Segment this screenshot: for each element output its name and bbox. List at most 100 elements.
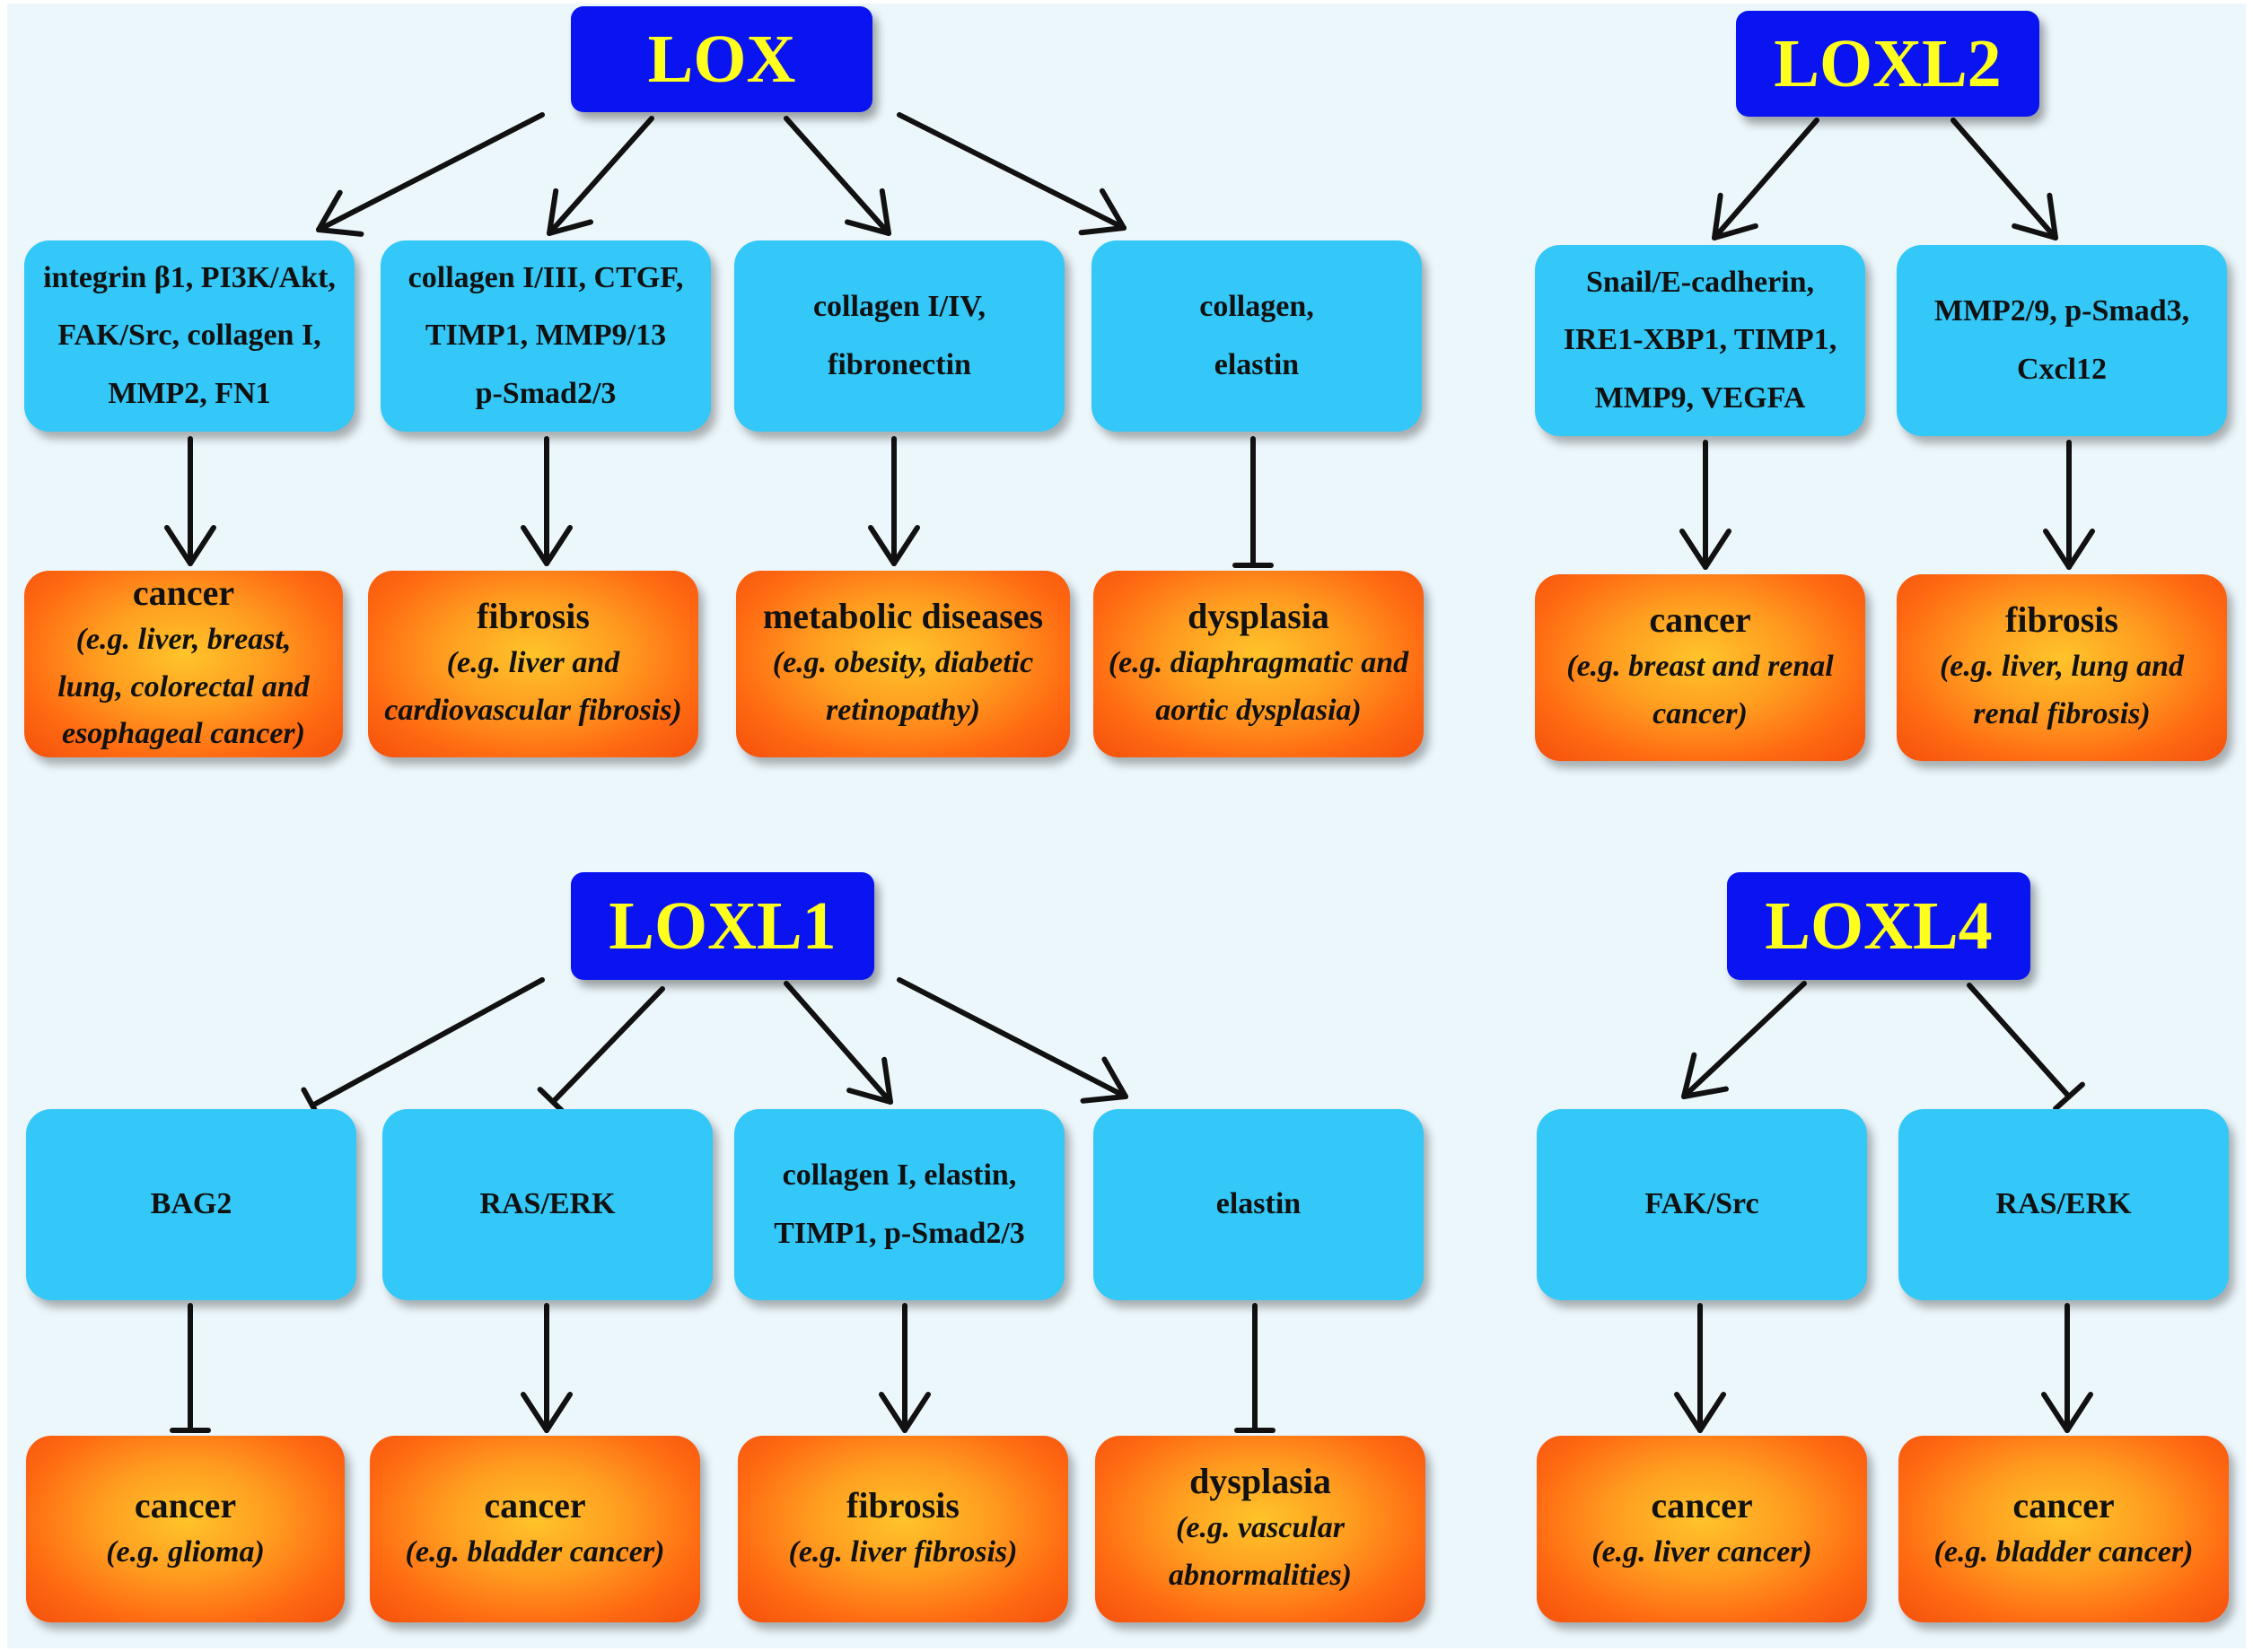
outcome-example: retinopathy): [826, 694, 980, 727]
activation-arrow: [868, 436, 920, 566]
outcome-name: fibrosis: [846, 1484, 960, 1525]
mediator-line: collagen,: [1199, 289, 1314, 323]
outcome-example: (e.g. bladder cancer): [1933, 1534, 2194, 1569]
activation-arrow: [1674, 1303, 1726, 1433]
activation-arrow: [784, 981, 893, 1105]
outcome-box: cancer (e.g. liver, breast, lung, colore…: [24, 571, 343, 757]
outcome-example: (e.g. bladder cancer): [405, 1534, 665, 1569]
activation-arrow: [164, 436, 216, 566]
mediator-line: elastin: [1215, 1187, 1302, 1221]
outcome-name: cancer: [132, 572, 235, 613]
enzyme-loxl1: LOXL1: [571, 872, 874, 980]
outcome-name: cancer: [1649, 599, 1751, 641]
outcome-example: (e.g. liver, breast,: [75, 622, 292, 656]
activation-arrow: [316, 112, 545, 237]
mediator-line: Cxcl12: [2016, 352, 2108, 386]
mediator-line: p-Smad2/3: [475, 376, 617, 410]
activation-arrow: [879, 1303, 931, 1433]
enzyme-lox: LOX: [571, 6, 872, 112]
activation-arrow: [521, 436, 573, 566]
outcome-name: cancer: [1651, 1484, 1753, 1525]
inhibition-tbar: [1967, 983, 2085, 1112]
outcome-box: cancer (e.g. bladder cancer): [370, 1436, 700, 1622]
outcome-name: dysplasia: [1188, 596, 1329, 637]
activation-arrow: [1681, 981, 1807, 1099]
mediator-line: FAK/Src, collagen I,: [57, 319, 321, 353]
mediator-box: elastin: [1093, 1109, 1424, 1300]
inhibition-tbar: [301, 977, 545, 1124]
outcome-name: metabolic diseases: [762, 596, 1044, 637]
outcome-name: dysplasia: [1189, 1461, 1331, 1502]
mediator-line: RAS/ERK: [479, 1187, 616, 1221]
outcome-box: cancer (e.g. liver cancer): [1537, 1436, 1867, 1622]
mediator-box: collagen I/III, CTGF, TIMP1, MMP9/13 p-S…: [381, 240, 711, 432]
mediator-box: collagen I, elastin, TIMP1, p-Smad2/3: [734, 1109, 1065, 1300]
activation-arrow: [897, 112, 1126, 236]
outcome-example: (e.g. liver cancer): [1591, 1534, 1812, 1569]
mediator-box: BAG2: [26, 1109, 356, 1300]
activation-arrow: [547, 116, 654, 236]
outcome-box: dysplasia (e.g. vascular abnormalities): [1095, 1436, 1425, 1622]
mediator-line: elastin: [1214, 347, 1300, 381]
mediator-line: collagen I/III, CTGF,: [408, 260, 684, 294]
mediator-box: FAK/Src: [1537, 1109, 1867, 1300]
outcome-box: dysplasia (e.g. diaphragmatic and aortic…: [1093, 571, 1424, 757]
mediator-line: TIMP1, p-Smad2/3: [774, 1216, 1025, 1250]
outcome-example: abnormalities): [1168, 1559, 1353, 1592]
mediator-box: Snail/E-cadherin, IRE1-XBP1, TIMP1, MMP9…: [1535, 245, 1865, 436]
mediator-line: fibronectin: [828, 347, 971, 381]
mediator-line: integrin β1, PI3K/Akt,: [43, 260, 336, 294]
outcome-example: (e.g. glioma): [106, 1534, 265, 1569]
outcome-box: cancer (e.g. bladder cancer): [1898, 1436, 2229, 1622]
activation-arrow: [897, 977, 1128, 1104]
outcome-example: (e.g. obesity, diabetic: [772, 646, 1034, 680]
outcome-name: cancer: [484, 1484, 586, 1525]
outcome-box: cancer (e.g. breast and renal cancer): [1535, 574, 1865, 761]
outcome-box: metabolic diseases (e.g. obesity, diabet…: [736, 571, 1070, 757]
mediator-line: MMP2, FN1: [108, 376, 271, 410]
activation-arrow: [1951, 118, 2058, 240]
outcome-box: cancer (e.g. glioma): [26, 1436, 345, 1622]
mediator-line: Snail/E-cadherin,: [1585, 265, 1815, 299]
mediator-line: MMP9, VEGFA: [1594, 380, 1806, 415]
outcome-name: cancer: [2012, 1484, 2115, 1525]
mediator-line: collagen I, elastin,: [782, 1158, 1017, 1192]
outcome-example: lung, colorectal and: [57, 669, 310, 704]
mediator-box: RAS/ERK: [382, 1109, 713, 1300]
activation-arrow: [2043, 440, 2095, 570]
activation-arrow: [1679, 440, 1731, 570]
mediator-box: MMP2/9, p-Smad3, Cxcl12: [1897, 245, 2227, 436]
outcome-example: (e.g. diaphragmatic and: [1108, 646, 1409, 680]
mediator-line: FAK/Src: [1644, 1187, 1759, 1221]
mediator-box: RAS/ERK: [1898, 1109, 2229, 1300]
enzyme-loxl2: LOXL2: [1736, 11, 2039, 117]
outcome-box: fibrosis (e.g. liver fibrosis): [738, 1436, 1068, 1622]
outcome-example: (e.g. liver, lung and: [1939, 650, 2185, 684]
outcome-example: renal fibrosis): [1973, 697, 2151, 730]
mediator-line: RAS/ERK: [1995, 1187, 2132, 1221]
mediator-line: IRE1-XBP1, TIMP1,: [1563, 323, 1837, 357]
inhibition-tbar: [1234, 1303, 1276, 1433]
outcome-name: fibrosis: [2005, 599, 2118, 641]
outcome-example: (e.g. liver fibrosis): [788, 1534, 1018, 1569]
mediator-line: MMP2/9, p-Smad3,: [1933, 293, 2190, 328]
outcome-box: fibrosis (e.g. liver, lung and renal fib…: [1897, 574, 2227, 761]
activation-arrow: [2041, 1303, 2093, 1433]
outcome-example: cardiovascular fibrosis): [384, 694, 682, 727]
outcome-name: cancer: [134, 1484, 237, 1525]
activation-arrow: [784, 116, 891, 236]
mediator-box: integrin β1, PI3K/Akt, FAK/Src, collagen…: [24, 240, 355, 432]
mediator-line: collagen I/IV,: [812, 289, 986, 323]
inhibition-tbar: [537, 986, 665, 1117]
mediator-line: BAG2: [150, 1187, 232, 1221]
outcome-example: (e.g. liver and: [446, 646, 620, 680]
enzyme-loxl4: LOXL4: [1727, 872, 2030, 980]
outcome-example: (e.g. breast and renal: [1566, 650, 1834, 684]
outcome-example: (e.g. vascular: [1176, 1511, 1345, 1545]
inhibition-tbar: [1232, 436, 1274, 568]
mediator-box: collagen I/IV, fibronectin: [734, 240, 1065, 432]
inhibition-tbar: [170, 1303, 211, 1433]
outcome-example: cancer): [1652, 697, 1748, 730]
